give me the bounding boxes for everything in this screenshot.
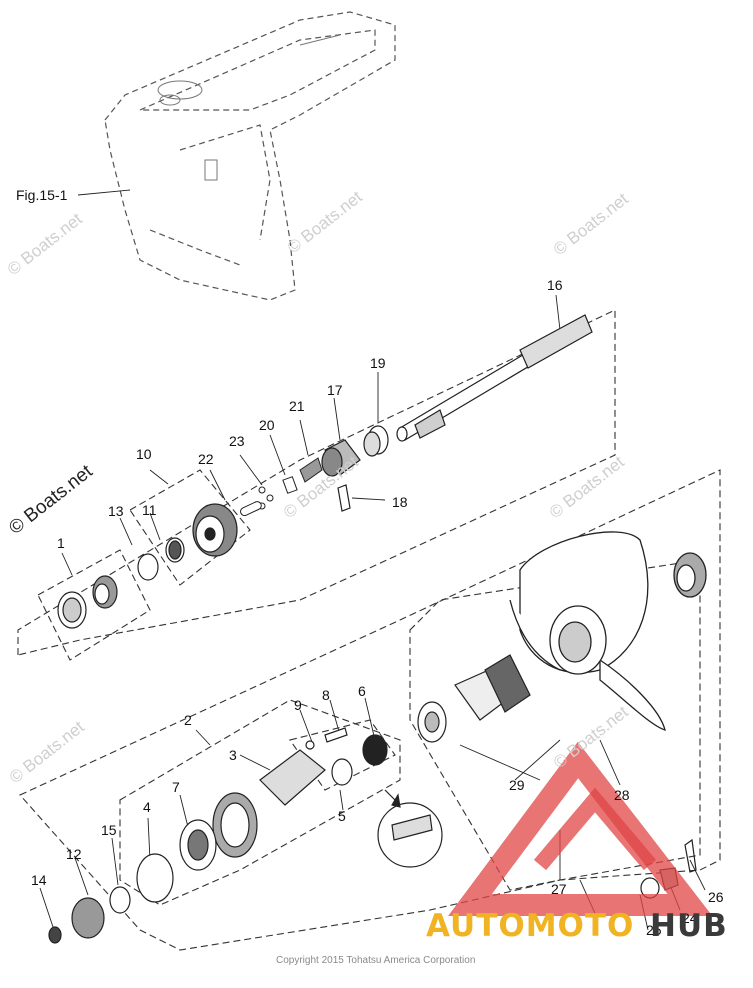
callout-6: 6 bbox=[358, 683, 366, 699]
callout-5: 5 bbox=[338, 808, 346, 824]
callout-9: 9 bbox=[294, 697, 302, 713]
forward-gear bbox=[137, 503, 238, 581]
callout-10: 10 bbox=[136, 446, 152, 462]
callout-19: 19 bbox=[370, 355, 386, 371]
brand-logo-mark bbox=[448, 741, 713, 916]
callout-13: 13 bbox=[108, 503, 124, 519]
gear-case-outline bbox=[104, 11, 396, 301]
lower-parts bbox=[48, 727, 388, 944]
callout-23: 23 bbox=[229, 433, 245, 449]
propeller-shaft bbox=[396, 314, 593, 442]
callout-21: 21 bbox=[289, 398, 305, 414]
callout-12: 12 bbox=[66, 846, 82, 862]
callout-26: 26 bbox=[708, 889, 724, 905]
callout-24: 24 bbox=[682, 910, 698, 926]
propeller bbox=[509, 531, 707, 731]
callout-20: 20 bbox=[259, 417, 275, 433]
callout-17: 17 bbox=[327, 382, 343, 398]
brand-text-hub: HUB bbox=[650, 908, 728, 944]
clutch-parts bbox=[321, 425, 389, 512]
callout-22: 22 bbox=[198, 451, 214, 467]
callout-8: 8 bbox=[322, 687, 330, 703]
callout-28: 28 bbox=[614, 787, 630, 803]
inset-detail bbox=[377, 789, 443, 868]
callout-29: 29 bbox=[509, 777, 525, 793]
callout-7: 7 bbox=[172, 779, 180, 795]
callout-2: 2 bbox=[184, 712, 192, 728]
callout-1: 1 bbox=[57, 535, 65, 551]
small-parts bbox=[240, 457, 323, 517]
copyright-notice: Copyright 2015 Tohatsu America Corporati… bbox=[276, 955, 476, 966]
callout-11: 11 bbox=[142, 502, 157, 518]
callout-27: 27 bbox=[551, 881, 567, 897]
figure-reference: Fig.15-1 bbox=[16, 187, 68, 203]
brand-text-automoto: AUTOMOTO bbox=[426, 908, 635, 944]
gear-case-details bbox=[157, 34, 341, 181]
callout-18: 18 bbox=[392, 494, 408, 510]
callout-25: 25 bbox=[646, 922, 662, 938]
callout-15: 15 bbox=[101, 822, 117, 838]
callout-16: 16 bbox=[547, 277, 563, 293]
callout-14: 14 bbox=[31, 872, 47, 888]
bearing-1 bbox=[57, 575, 118, 629]
bushing bbox=[417, 654, 531, 743]
callout-4: 4 bbox=[143, 799, 151, 815]
callout-3: 3 bbox=[229, 747, 237, 763]
